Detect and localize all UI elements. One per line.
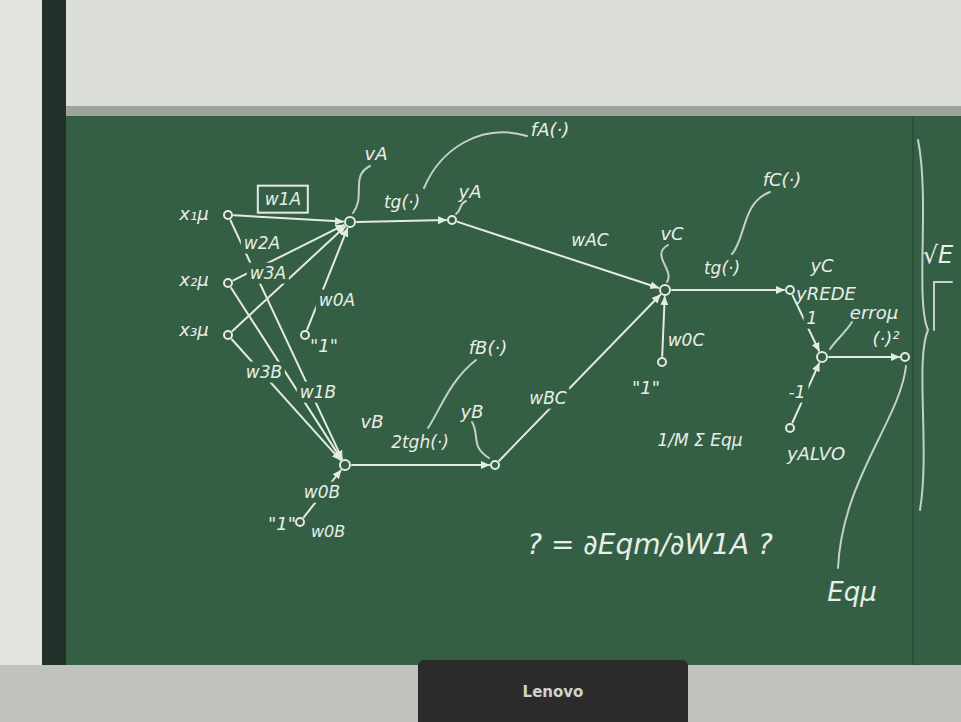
chalk-note: w0B — [311, 523, 345, 541]
node-label: x₁μ — [179, 204, 208, 224]
node-label: vB — [360, 412, 383, 432]
node-label: yALVO — [787, 444, 845, 464]
weight-connector — [672, 289, 784, 291]
weight-label: tg(·) — [701, 258, 743, 279]
weight-connector — [307, 229, 347, 330]
neuron-dot: x₃μ — [223, 330, 233, 340]
whiteboard-strip — [0, 0, 961, 106]
chalk-note: fC(·) — [763, 170, 802, 190]
node-label: yREDE — [796, 284, 856, 304]
neuron-dot: "1" — [300, 330, 310, 340]
chalk-note: Lenovo — [523, 684, 584, 701]
neuron-dot: yB — [490, 460, 500, 470]
neuron-dot: "1" — [657, 357, 667, 367]
board-frame — [42, 0, 66, 665]
bracket — [934, 282, 952, 330]
node-label: x₂μ — [179, 270, 208, 290]
chalk-note: Eqμ — [827, 578, 876, 607]
node-label: "1" — [268, 514, 296, 534]
board-divider — [912, 116, 914, 665]
weight-label: wBC — [526, 388, 569, 409]
chalk-note: √E — [923, 242, 953, 268]
neuron-dot: x₁μ — [223, 210, 233, 220]
leader-fa — [424, 132, 527, 188]
weight-connector — [499, 295, 660, 461]
leader-eq — [838, 366, 906, 568]
neuron-dot: yA — [447, 215, 457, 225]
node-label: yA — [459, 182, 482, 202]
board-ledge — [0, 106, 961, 116]
leader-fc — [732, 192, 770, 254]
weight-connector — [234, 215, 343, 221]
node-label: vA — [365, 144, 388, 164]
leader-erro — [830, 322, 852, 349]
node-label: yC — [810, 256, 833, 276]
brace-yb — [472, 422, 489, 458]
neuron-dot: vA — [344, 216, 356, 228]
node-label: vC — [660, 224, 683, 244]
brace-ya — [456, 201, 466, 214]
node-label: "1" — [310, 336, 338, 356]
neuron-dot: yCyREDE — [785, 285, 795, 295]
node-label: "1" — [632, 378, 660, 398]
neuron-dot: yALVO — [785, 423, 795, 433]
neuron-dot: (·)² — [900, 352, 910, 362]
weight-label: wAC — [568, 230, 611, 251]
neuron-dot: x₂μ — [223, 278, 233, 288]
weight-label: w0A — [316, 290, 358, 311]
weight-label: 1 — [804, 308, 821, 329]
weight-label: w1B — [297, 382, 339, 403]
chalk-note: 1/M Σ Eqμ — [657, 431, 742, 450]
weight-connector — [357, 220, 446, 222]
neuron-dot: vC — [659, 284, 671, 296]
weight-label: w3A — [247, 263, 289, 284]
node-label: yB — [460, 402, 483, 422]
weight-label: w1A — [257, 185, 309, 214]
chalk-note: fB(·) — [469, 338, 507, 358]
right-brace — [918, 140, 928, 510]
chalk-note: fA(·) — [531, 120, 569, 140]
node-label: (·)² — [873, 329, 900, 349]
neuron-dot: erroμ — [816, 351, 828, 363]
weight-connector — [232, 340, 340, 460]
node-label: erroμ — [850, 303, 898, 323]
neuron-dot: vB — [339, 459, 351, 471]
weight-connector — [231, 288, 341, 459]
weight-label: tg(·) — [381, 192, 423, 213]
weight-label: w0B — [301, 482, 343, 503]
node-label: x₃μ — [179, 320, 208, 340]
brace-va — [353, 166, 370, 213]
weight-connector — [231, 220, 343, 458]
brace-vc — [661, 245, 668, 282]
weight-connector — [829, 356, 899, 358]
weight-connector — [352, 464, 489, 466]
weight-label: w0C — [665, 330, 708, 351]
weight-label: w2A — [241, 233, 283, 254]
weight-label: w3B — [243, 362, 285, 383]
neuron-dot: "1" — [295, 517, 305, 527]
weight-connector — [458, 222, 659, 288]
weight-label: 2tgh(·) — [388, 432, 452, 453]
weight-label: -1 — [786, 382, 809, 403]
chalk-note: ? = ∂Eqm/∂W1A ? — [527, 530, 773, 561]
wall — [0, 0, 42, 722]
